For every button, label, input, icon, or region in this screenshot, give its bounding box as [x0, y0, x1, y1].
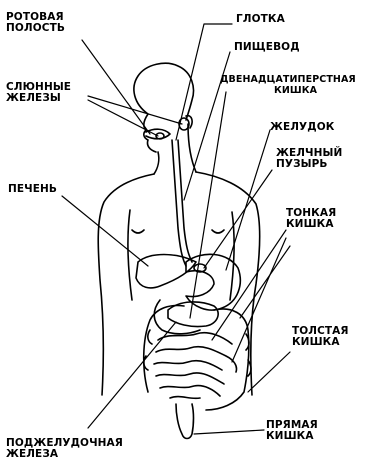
label-esophagus: ПИЩЕВОД: [234, 42, 300, 53]
label-rectum: ПРЯМАЯ КИШКА: [266, 420, 318, 442]
label-salivary: СЛЮННЫЕ ЖЕЛЕЗЫ: [6, 82, 71, 104]
leader-large: [248, 352, 290, 392]
label-rectum-line2: КИШКА: [266, 431, 318, 442]
leader-salivary-b: [88, 100, 158, 136]
head-outline: [134, 63, 194, 120]
esophagus-tube: [172, 140, 192, 266]
label-gallbladder: ЖЕЛЧНЫЙ ПУЗЫРЬ: [276, 148, 342, 170]
label-mouth: РОТОВАЯ ПОЛОСТЬ: [6, 12, 65, 34]
label-small-intestine-line2: КИШКА: [286, 219, 336, 230]
leader-liver: [62, 196, 148, 266]
left-arm-inner: [128, 210, 132, 300]
leader-rectum: [194, 430, 264, 434]
label-large-intestine: ТОЛСТАЯ КИШКА: [292, 326, 349, 348]
leader-gallbladder: [204, 170, 272, 268]
label-pharynx-line1: ГЛОТКА: [236, 14, 285, 25]
label-duodenum-line1: ДВЕНАДЦАТИПЕРСТНАЯ: [220, 74, 356, 85]
label-pancreas: ПОДЖЕЛУДОЧНАЯ ЖЕЛЕЗА: [6, 438, 123, 460]
small-intestine-coils: [154, 333, 237, 399]
label-gallbladder-line2: ПУЗЫРЬ: [276, 159, 342, 170]
label-mouth-line2: ПОЛОСТЬ: [6, 23, 65, 34]
intestine-bumps: [144, 330, 251, 376]
label-stomach-line1: ЖЕЛУДОК: [270, 122, 334, 133]
label-small-intestine: ТОНКАЯ КИШКА: [286, 208, 336, 230]
label-duodenum-line2: КИШКА: [220, 85, 356, 96]
label-esophagus-line1: ПИЩЕВОД: [234, 42, 300, 53]
label-liver-line1: ПЕЧЕНЬ: [8, 184, 57, 195]
label-liver: ПЕЧЕНЬ: [8, 184, 57, 195]
label-pharynx: ГЛОТКА: [236, 14, 285, 25]
rectum-tube: [176, 404, 194, 439]
leader-duodenum: [190, 92, 226, 318]
leader-small-c: [240, 246, 290, 318]
torso-left: [98, 174, 154, 395]
label-duodenum: ДВЕНАДЦАТИПЕРСТНАЯ КИШКА: [220, 74, 356, 96]
label-large-intestine-line2: КИШКА: [292, 337, 349, 348]
leader-salivary-a: [88, 96, 182, 124]
label-salivary-line2: ЖЕЛЕЗЫ: [6, 93, 71, 104]
leader-stomach: [226, 130, 270, 270]
large-intestine: [144, 306, 249, 410]
neck-left: [154, 152, 159, 174]
label-pancreas-line2: ЖЕЛЕЗА: [6, 449, 123, 460]
label-stomach: ЖЕЛУДОК: [270, 122, 334, 133]
leader-mouth: [82, 40, 150, 134]
